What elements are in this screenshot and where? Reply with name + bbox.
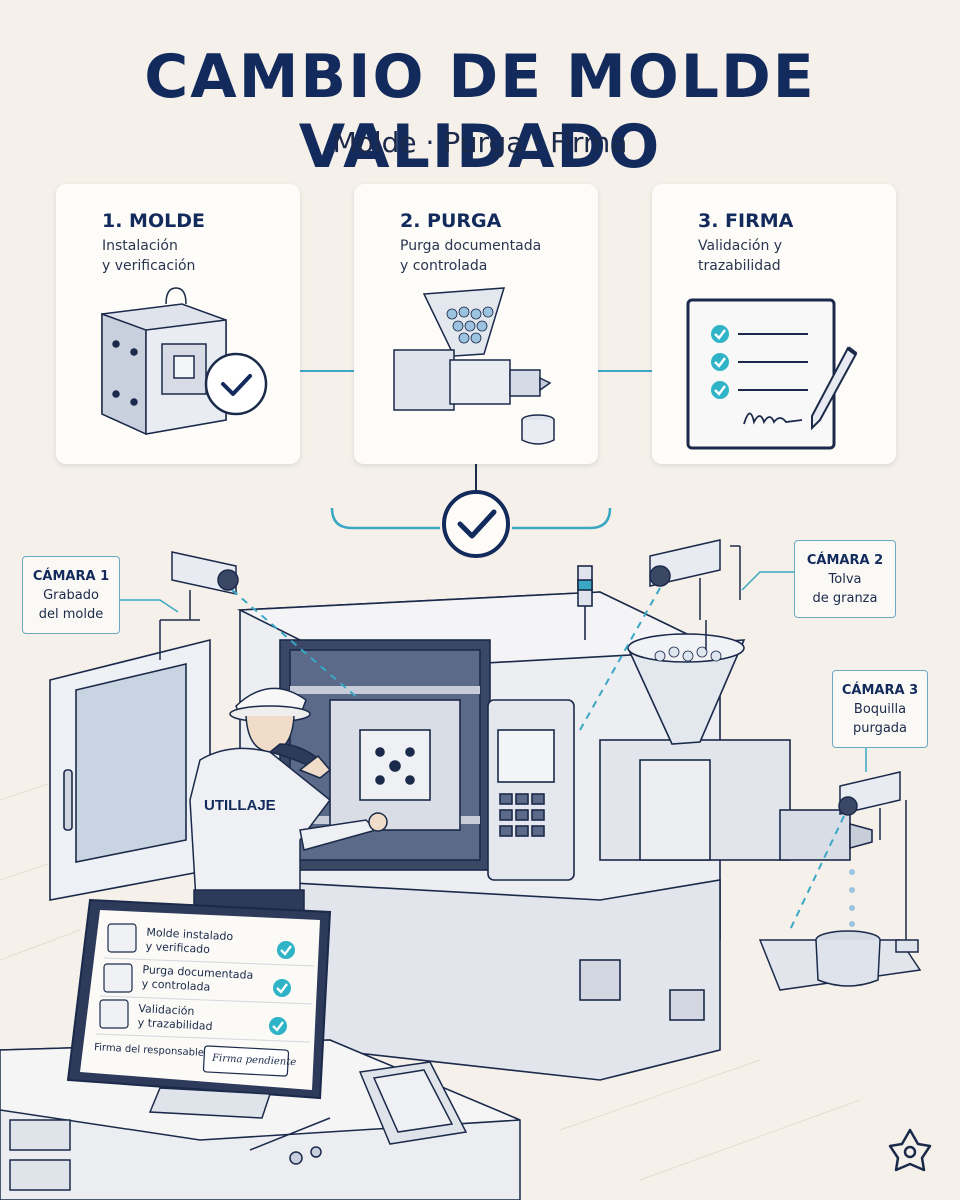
- central-check-icon: [442, 490, 510, 558]
- camera-3-callout: CÁMARA 3 Boquilla purgada: [832, 670, 928, 748]
- step-card-firma: 3. FIRMA Validación y trazabilidad: [652, 184, 896, 464]
- step-card-purga: 2. PURGA Purga documentada y controlada: [354, 184, 598, 464]
- camera-icon: [649, 539, 741, 650]
- signed-checklist-icon: [686, 298, 858, 450]
- page-title: CAMBIO DE MOLDE VALIDADO: [144, 42, 816, 182]
- camera-sightline: [231, 587, 845, 931]
- check-icon: [204, 352, 268, 416]
- tablet-check-icon: [269, 941, 295, 1035]
- step-title: 1. MOLDE: [102, 210, 205, 232]
- camera-2-callout: CÁMARA 2 Tolva de granza: [794, 540, 896, 618]
- jacket-label: UTILLAJE: [204, 797, 276, 814]
- step-description: Instalación y verificación: [102, 238, 196, 274]
- pen-icon: [811, 346, 858, 431]
- validation-tablet: [66, 898, 332, 1119]
- mold-icon: [101, 287, 268, 436]
- checklist-check-icon: [711, 325, 729, 399]
- page-subtitle: Molde · Purga · Firma: [332, 126, 628, 159]
- connector-1-2: [300, 370, 356, 372]
- purge-icon: [393, 287, 555, 445]
- worker-illustration: [189, 687, 388, 921]
- step-description: Validación y trazabilidad: [698, 238, 783, 274]
- logo-icon: [888, 1128, 932, 1172]
- step-description: Purga documentada y controlada: [400, 238, 542, 274]
- connector-2-3: [598, 370, 654, 372]
- purge-bucket: [758, 869, 922, 991]
- camera-icon: [159, 551, 239, 660]
- step-title: 3. FIRMA: [698, 210, 794, 232]
- camera-icon: [838, 771, 919, 953]
- step-title: 2. PURGA: [400, 210, 502, 232]
- camera-1-callout: CÁMARA 1 Grabado del molde: [22, 556, 120, 634]
- step-card-molde: 1. MOLDE Instalación y verificación: [56, 184, 300, 464]
